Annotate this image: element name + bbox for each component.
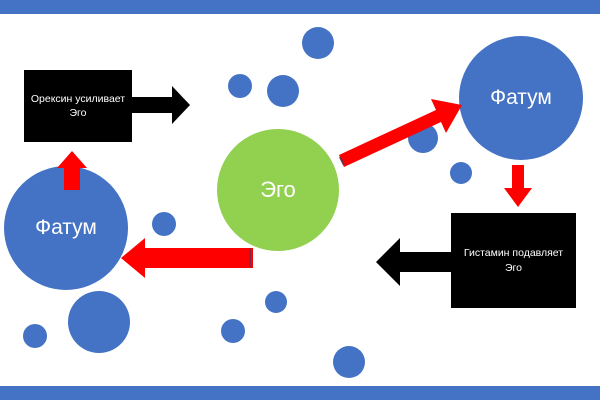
decor-circle — [228, 74, 252, 98]
orexin-box-label: Орексин усиливает Эго — [30, 92, 126, 119]
fatum-right-label: Фатум — [490, 85, 552, 109]
decor-circle — [152, 212, 176, 236]
orexin-black-arrow — [132, 86, 190, 124]
decor-circle — [302, 27, 334, 59]
decor-circle — [23, 324, 47, 348]
top-border-band — [0, 0, 600, 14]
decor-circle — [450, 162, 472, 184]
histamine-box — [451, 213, 576, 308]
red-arrow-down — [504, 165, 532, 207]
red-arrow-diagonal — [339, 99, 462, 167]
decor-circle — [68, 291, 130, 353]
histamine-box-label: Гистамин подавляет Эго — [463, 247, 564, 274]
bottom-border-band — [0, 386, 600, 400]
ego-circle — [217, 129, 339, 251]
decor-circle — [267, 75, 299, 107]
orexin-box — [24, 70, 132, 142]
red-arrow-left — [121, 238, 253, 278]
red-arrow-up — [57, 151, 87, 190]
fatum-right-circle — [459, 36, 583, 160]
decor-circle — [333, 346, 365, 378]
red-arrow-diagonal-edge — [339, 156, 345, 166]
histamine-black-arrow — [376, 238, 451, 286]
ego-label: Эго — [260, 177, 296, 203]
fatum-left-label: Фатум — [35, 215, 97, 239]
decor-circle — [221, 319, 245, 343]
fatum-left-circle — [4, 166, 128, 290]
decor-circle — [265, 291, 287, 313]
